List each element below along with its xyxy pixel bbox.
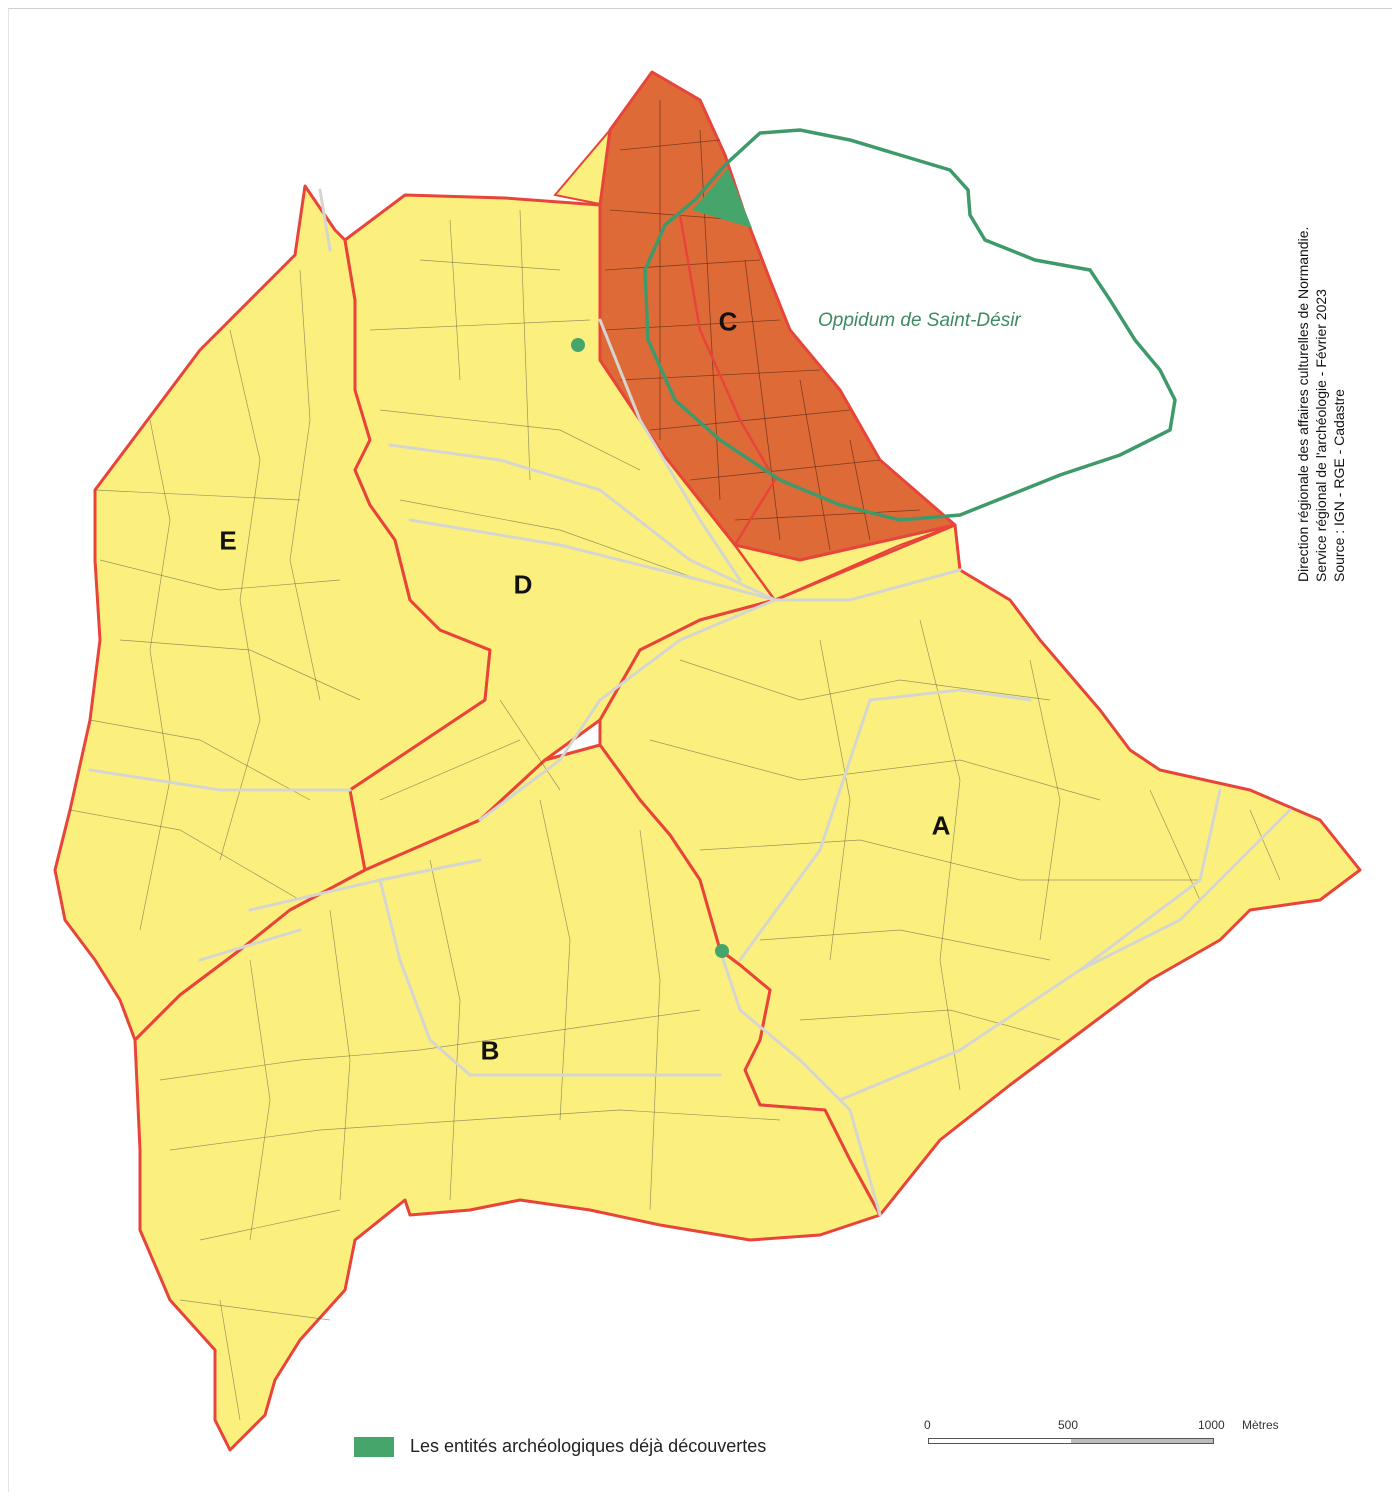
- zone-b[interactable]: [133, 743, 882, 1452]
- entity-dot-north[interactable]: [571, 338, 585, 352]
- scale-bar-graphic: [928, 1438, 1214, 1444]
- scale-bar: 0 500 1000 Mètres: [924, 1418, 1304, 1458]
- credits-line-1: Direction régionale des affaires culture…: [1295, 226, 1311, 582]
- zone-c-inner-boundary: [678, 214, 777, 546]
- oppidum-label: Oppidum de Saint-Désir: [818, 310, 1021, 331]
- map-frame: [8, 8, 1392, 1492]
- oppidum-outline[interactable]: [643, 128, 1177, 522]
- zone-label-e: E: [219, 525, 237, 556]
- roads: [88, 188, 1292, 1217]
- scale-unit: Mètres: [1242, 1418, 1279, 1432]
- legend-entity-swatch: [354, 1436, 394, 1457]
- credits-line-2: Service régional de l'archéologie - Févr…: [1313, 289, 1329, 582]
- entity-dot-south[interactable]: [715, 944, 729, 958]
- scale-tick-1000: 1000: [1198, 1418, 1225, 1432]
- zone-label-d: D: [513, 569, 533, 600]
- zone-label-a: A: [931, 810, 951, 841]
- entity-triangle[interactable]: [692, 168, 752, 228]
- map-credits: Direction régionale des affaires culture…: [1294, 227, 1348, 582]
- legend: Les entités archéologiques déjà découver…: [354, 1436, 766, 1457]
- scale-tick-500: 500: [1058, 1418, 1079, 1432]
- scale-tick-0: 0: [924, 1418, 931, 1432]
- parcel-lines: [69, 209, 1281, 1421]
- zone-label-c: C: [718, 306, 738, 337]
- legend-entity-label: Les entités archéologiques déjà découver…: [410, 1436, 767, 1456]
- zone-label-b: B: [480, 1035, 500, 1066]
- credits-line-3: Source : IGN - RGE - Cadastre: [1331, 389, 1347, 582]
